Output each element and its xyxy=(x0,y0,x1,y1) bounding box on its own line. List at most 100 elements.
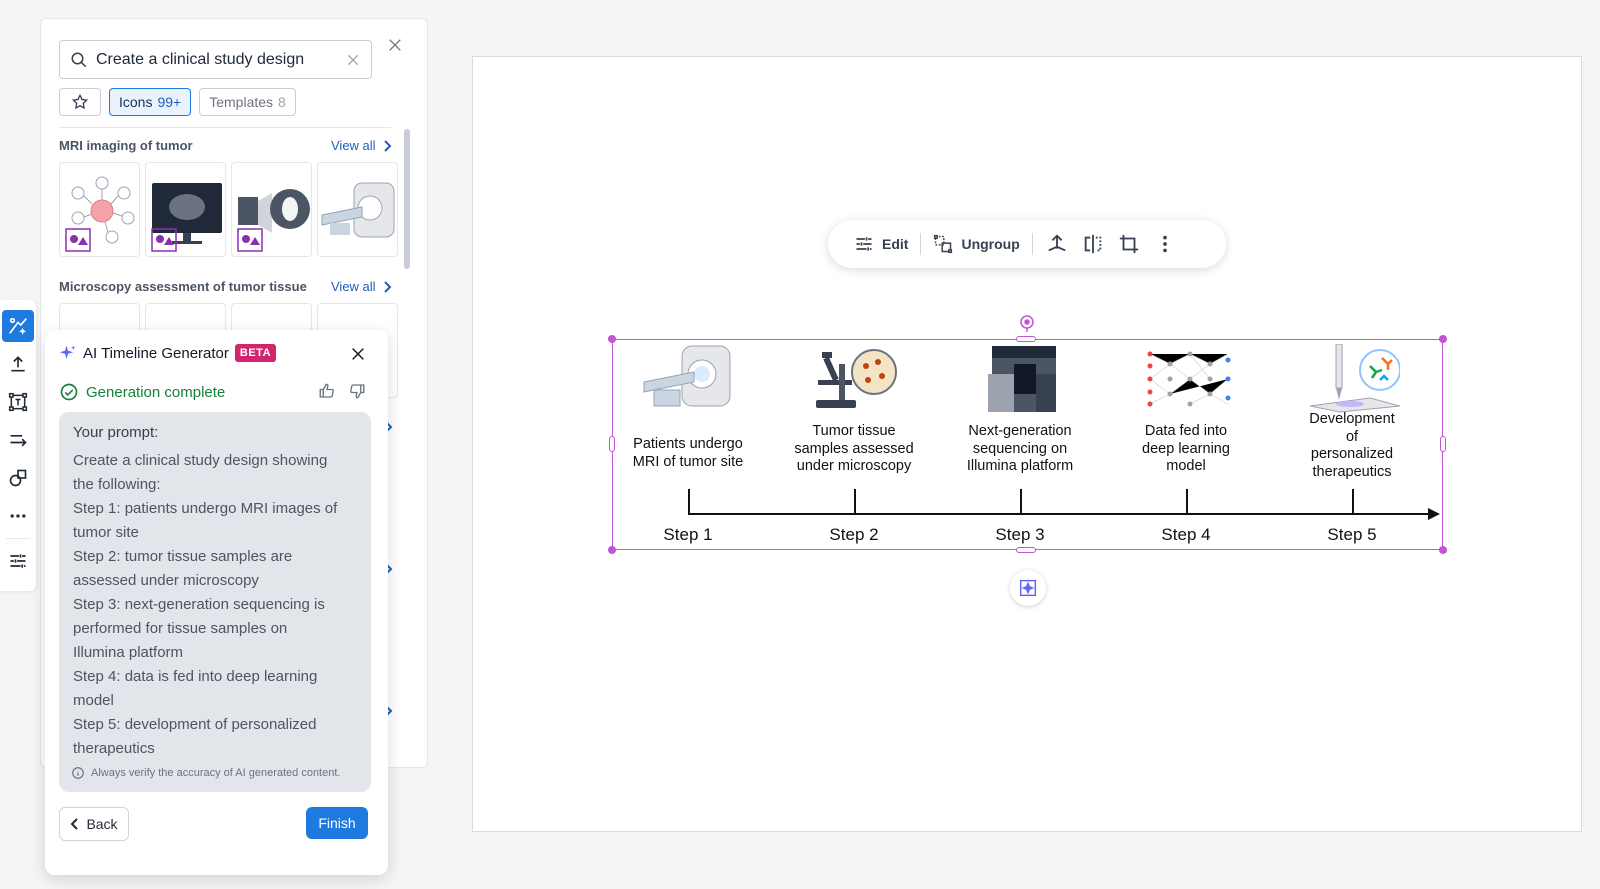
resize-handle[interactable] xyxy=(1439,335,1447,343)
templates-chip[interactable]: Templates 8 xyxy=(199,88,296,116)
sparkle-icon xyxy=(59,345,76,359)
timeline-tick xyxy=(1352,489,1354,515)
icons-chip-count: 99+ xyxy=(157,94,182,110)
edit-label: Edit xyxy=(882,236,909,252)
back-label: Back xyxy=(86,816,118,832)
step-desc-line: therapeutics xyxy=(1312,463,1392,480)
finish-button[interactable]: Finish xyxy=(306,807,368,839)
edit-button[interactable]: Edit xyxy=(854,234,908,254)
more-vertical-icon xyxy=(1162,235,1167,253)
text-button[interactable] xyxy=(2,386,34,418)
panel-scrollbar[interactable] xyxy=(404,129,410,269)
prompt-line: Step 3: next-generation sequencing is xyxy=(73,596,325,613)
timeline-tick xyxy=(1186,489,1188,515)
step-desc-line: sequencing on xyxy=(972,440,1068,457)
crop-button[interactable] xyxy=(1117,232,1141,256)
ungroup-button[interactable]: Ungroup xyxy=(933,234,1020,254)
resize-handle[interactable] xyxy=(1440,436,1446,452)
search-query[interactable]: Create a clinical study design xyxy=(96,50,305,68)
lines-button[interactable] xyxy=(2,424,34,456)
step-label: Step 3 xyxy=(995,525,1045,544)
therapeutics-icon xyxy=(1309,344,1400,413)
icon-thumbnail[interactable] xyxy=(59,162,140,257)
thumbnail-row xyxy=(59,162,398,257)
flip-vertical-icon xyxy=(1048,234,1066,252)
resize-handle[interactable] xyxy=(1439,546,1447,554)
step-desc-line: MRI of tumor site xyxy=(632,453,744,470)
step-desc-line: Patients undergo xyxy=(633,436,743,452)
step-label: Step 4 xyxy=(1161,525,1211,544)
ai-edit-button[interactable] xyxy=(1010,570,1046,606)
sliders-icon xyxy=(856,237,872,251)
view-all-link[interactable]: View all xyxy=(331,138,392,153)
close-icon xyxy=(389,39,401,51)
design-canvas[interactable] xyxy=(472,56,1582,832)
thumbs-up-icon[interactable] xyxy=(318,382,336,400)
more-options-button[interactable] xyxy=(1153,232,1177,256)
prompt-label: Your prompt: xyxy=(73,424,159,441)
microscope-icon xyxy=(816,349,897,408)
view-all-link[interactable]: View all xyxy=(331,279,392,294)
search-icon xyxy=(71,52,87,67)
prompt-line: Step 2: tumor tissue samples are xyxy=(73,548,293,565)
mouse-imaging-icon xyxy=(237,189,310,252)
flip-vertical-button[interactable] xyxy=(1045,232,1069,256)
icon-thumbnail[interactable] xyxy=(145,162,226,257)
step-desc-line: deep learning xyxy=(1142,440,1230,457)
shapes-button[interactable] xyxy=(2,462,34,494)
resize-handle[interactable] xyxy=(609,436,615,452)
chevron-right-icon xyxy=(383,280,391,293)
ungroup-icon xyxy=(934,234,953,254)
prompt-line: Step 5: development of personalized xyxy=(73,716,317,733)
toolbar-divider xyxy=(6,538,30,539)
step-description: Patients undergo MRI of tumor site xyxy=(618,436,758,471)
step-desc-line: model xyxy=(1166,458,1206,474)
upload-button[interactable] xyxy=(2,348,34,380)
step-label: Step 1 xyxy=(663,525,713,544)
close-dialog-button[interactable] xyxy=(350,346,366,367)
rotate-handle-icon[interactable] xyxy=(1018,314,1036,332)
step-description: Next-generation sequencing on Illumina p… xyxy=(950,423,1090,476)
sliders-icon xyxy=(10,554,26,568)
close-panel-button[interactable] xyxy=(385,35,405,55)
more-tools-button[interactable] xyxy=(2,500,34,532)
prompt-line: Step 1: patients undergo MRI images of xyxy=(73,500,338,517)
mri-scanner-icon xyxy=(321,182,395,238)
resize-handle[interactable] xyxy=(1016,547,1036,553)
resize-handle[interactable] xyxy=(608,546,616,554)
section-title: MRI imaging of tumor xyxy=(59,138,193,153)
chevron-right-icon xyxy=(383,139,391,152)
step-description: Data fed into deep learning model xyxy=(1116,423,1256,476)
prompt-line: performed for tissue samples on xyxy=(73,620,288,637)
flip-horizontal-button[interactable] xyxy=(1081,232,1105,256)
prompt-line: therapeutics xyxy=(73,740,155,757)
dialog-title: AI Timeline Generator xyxy=(83,344,229,362)
step-label: Step 5 xyxy=(1327,525,1377,544)
close-icon xyxy=(352,348,364,360)
thumbs-down-icon[interactable] xyxy=(348,382,366,400)
panel-divider xyxy=(59,127,391,128)
toolbar-divider xyxy=(920,233,922,255)
step-desc-line: Next-generation xyxy=(968,423,1072,439)
neural-network-icon xyxy=(1147,351,1231,407)
icon-thumbnail[interactable] xyxy=(231,162,312,257)
view-all-label: View all xyxy=(331,138,376,153)
arrow-line-icon xyxy=(10,435,27,447)
step-desc-line: Development xyxy=(1309,411,1395,427)
step-desc-line: personalized xyxy=(1310,446,1394,462)
back-button[interactable]: Back xyxy=(59,807,129,841)
clear-search-icon[interactable] xyxy=(345,52,361,68)
step-desc-line: Illumina platform xyxy=(966,458,1074,474)
ai-tools-button[interactable] xyxy=(2,310,34,342)
step-desc-line: Tumor tissue xyxy=(812,423,896,439)
resize-handle[interactable] xyxy=(1016,336,1036,342)
search-input[interactable]: Create a clinical study design xyxy=(59,40,372,79)
beta-badge: BETA xyxy=(234,344,277,362)
icons-chip[interactable]: Icons 99+ xyxy=(109,88,192,116)
icon-thumbnail[interactable] xyxy=(317,162,398,257)
shapes-icon xyxy=(9,469,27,487)
adjust-button[interactable] xyxy=(2,545,34,577)
step-description: Tumor tissue samples assessed under micr… xyxy=(784,423,924,476)
resize-handle[interactable] xyxy=(608,335,616,343)
favorites-chip[interactable] xyxy=(59,88,101,116)
